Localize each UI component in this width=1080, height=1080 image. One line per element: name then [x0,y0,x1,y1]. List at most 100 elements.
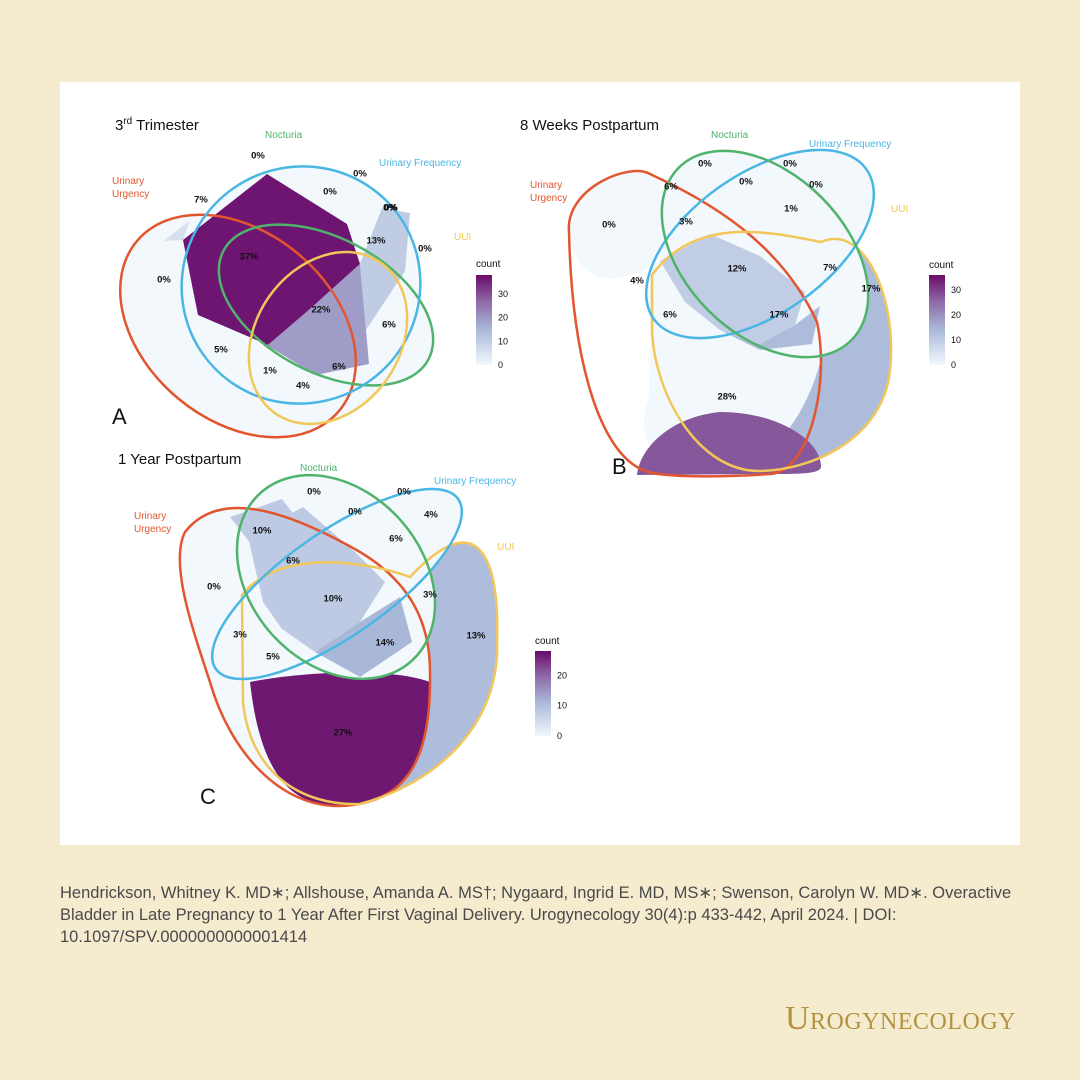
legend-tick-label: 10 [951,335,961,345]
legend-tick-label: 10 [557,701,567,711]
outline-c-uui [240,541,499,806]
region-label: 0% [739,177,753,188]
label-c-urgency-2: Urgency [134,524,171,535]
panel-b-title: 8 Weeks Postpartum [520,117,659,134]
legend-a-ticks: 30 20 10 0 [498,289,508,370]
panel-c-letter: C [200,784,216,809]
region-label: 5% [266,652,280,663]
region-label: 7% [194,195,208,206]
region-label: 0% [157,275,171,286]
region-label: 37% [239,252,259,263]
region-label: 6% [389,534,403,545]
region-label: 13% [366,236,386,247]
region-label: 0% [307,487,321,498]
region-label: 5% [214,345,228,356]
label-a-nocturia: Nocturia [265,130,303,141]
region-label: 13% [466,631,486,642]
region-label: 10% [323,594,343,605]
region-label: 3% [233,630,247,641]
legend-c-colorbar [535,651,551,736]
legend-b-ticks: 30 20 10 0 [951,285,961,370]
panel-c-title: 1 Year Postpartum [118,451,241,468]
region-label: 0% [809,180,823,191]
region-label: 0% [353,169,367,180]
legend-b-colorbar [929,275,945,365]
label-b-urgency-1: Urinary [530,180,562,191]
region-label: 28% [717,392,737,403]
outline-b-urgency [567,169,823,478]
region-b-12 [660,234,805,344]
label-b-uui: UUI [891,204,908,215]
outline-b-nocturia [660,149,870,359]
region-a-13 [360,208,410,330]
region-label: 0% [383,203,397,214]
legend-tick-label: 0 [557,731,562,741]
panel-a-letter: A [112,404,127,429]
label-b-frequency: Urinary Frequency [809,139,891,150]
region-c-14 [315,597,412,677]
region-label: 1% [263,366,277,377]
region-label: 3% [679,217,693,228]
region-label: 6% [663,310,677,321]
legend-tick-label: 0 [498,360,503,370]
region-label: 0% [207,582,221,593]
outline-c-urgency [178,506,432,808]
region-b-28 [637,412,822,475]
panel-a-title: 3rd Trimester [115,116,199,134]
legend-tick-label: 0 [951,360,956,370]
region-label: 0% [348,507,362,518]
legend-c-title: count [535,636,560,647]
outline-b-frequency [644,148,876,340]
region-label: 6% [664,182,678,193]
region-label: 17% [861,284,881,295]
region-label: 10% [252,526,272,537]
label-a-frequency: Urinary Frequency [379,158,461,169]
label-c-nocturia: Nocturia [300,463,338,474]
legend-tick-label: 20 [498,313,508,323]
region-label: 0% [251,151,265,162]
region-label: 0% [384,203,398,214]
label-b-nocturia: Nocturia [711,130,749,141]
legend-b-title: count [929,260,954,271]
figure-panel: 3rd Trimester A Urinary Urgency Nocturia… [60,82,1020,845]
outline-a-uui [247,250,409,426]
label-c-urgency-1: Urinary [134,511,166,522]
label-b-urgency-2: Urgency [530,193,567,204]
region-label: 6% [332,362,346,373]
region-label: 0% [323,187,337,198]
region-label: 0% [602,220,616,231]
legend-tick-label: 30 [498,289,508,299]
label-c-uui: UUI [497,542,514,553]
region-label: 6% [382,320,396,331]
venn-panel-b: 8 Weeks Postpartum B Urinary Urgency Noc… [520,117,961,479]
region-label: 27% [333,728,353,739]
region-label: 17% [769,310,789,321]
panel-b-letter: B [612,454,627,479]
region-c-10-top [230,499,305,562]
outline-c-frequency [210,487,464,681]
legend-tick-label: 30 [951,285,961,295]
label-a-urgency-2: Urgency [112,189,149,200]
venn-panel-c: 1 Year Postpartum C Urinary Urgency Noct… [118,451,567,809]
region-label: 0% [397,487,411,498]
venn-panel-a: 3rd Trimester A Urinary Urgency Nocturia… [112,116,508,439]
legend-a-colorbar [476,275,492,365]
region-label: 6% [286,556,300,567]
region-label: 12% [727,264,747,275]
legend-c-ticks: 20 10 0 [557,670,567,741]
region-label: 0% [698,159,712,170]
legend-tick-label: 20 [557,670,567,680]
region-label: 0% [418,244,432,255]
outline-a-nocturia [217,223,435,387]
outline-c-nocturia [235,473,437,681]
region-label: 4% [630,276,644,287]
legend-tick-label: 10 [498,336,508,346]
label-c-frequency: Urinary Frequency [434,476,516,487]
region-label: 1% [784,204,798,215]
outline-a-frequency [180,165,422,405]
citation-text: Hendrickson, Whitney K. MD∗; Allshouse, … [60,884,1012,946]
region-label: 22% [311,305,331,316]
journal-logo: Urogynecology [784,1000,1016,1037]
legend-tick-label: 20 [951,310,961,320]
region-label: 3% [423,590,437,601]
